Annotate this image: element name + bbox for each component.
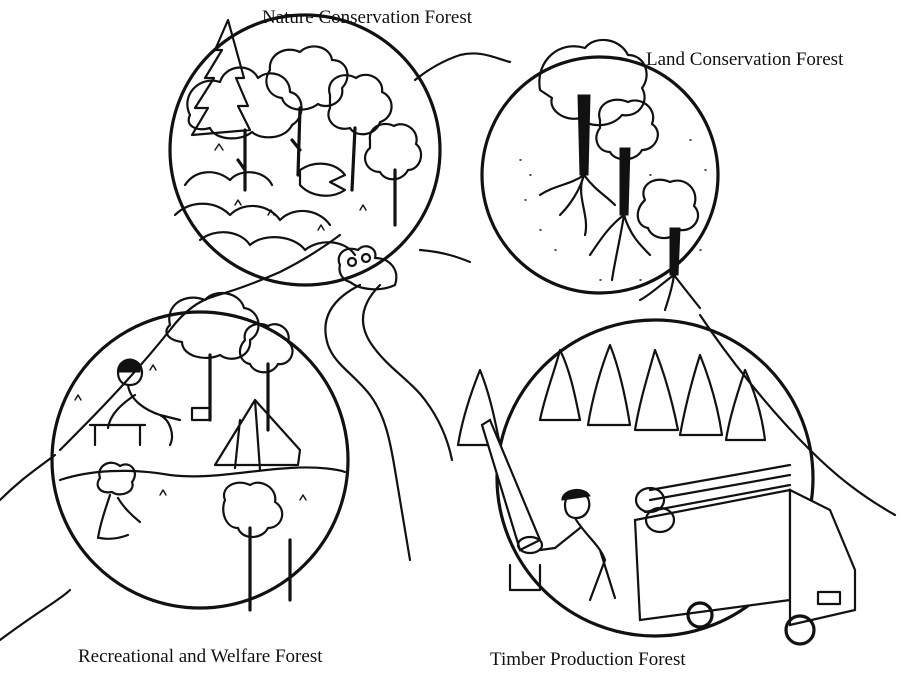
recreational-welfare-label: Recreational and Welfare Forest bbox=[78, 647, 323, 666]
recreational-circle bbox=[52, 293, 348, 610]
nature-conservation-label: Nature Conservation Forest bbox=[262, 8, 472, 27]
timber-production-label: Timber Production Forest bbox=[490, 650, 686, 669]
land-conservation-circle bbox=[482, 40, 718, 310]
timber-production-circle bbox=[458, 320, 855, 644]
nature-conservation-circle bbox=[170, 15, 440, 285]
animal-figure bbox=[339, 246, 397, 289]
winding-path bbox=[325, 250, 470, 560]
land-conservation-label: Land Conservation Forest bbox=[646, 50, 843, 69]
